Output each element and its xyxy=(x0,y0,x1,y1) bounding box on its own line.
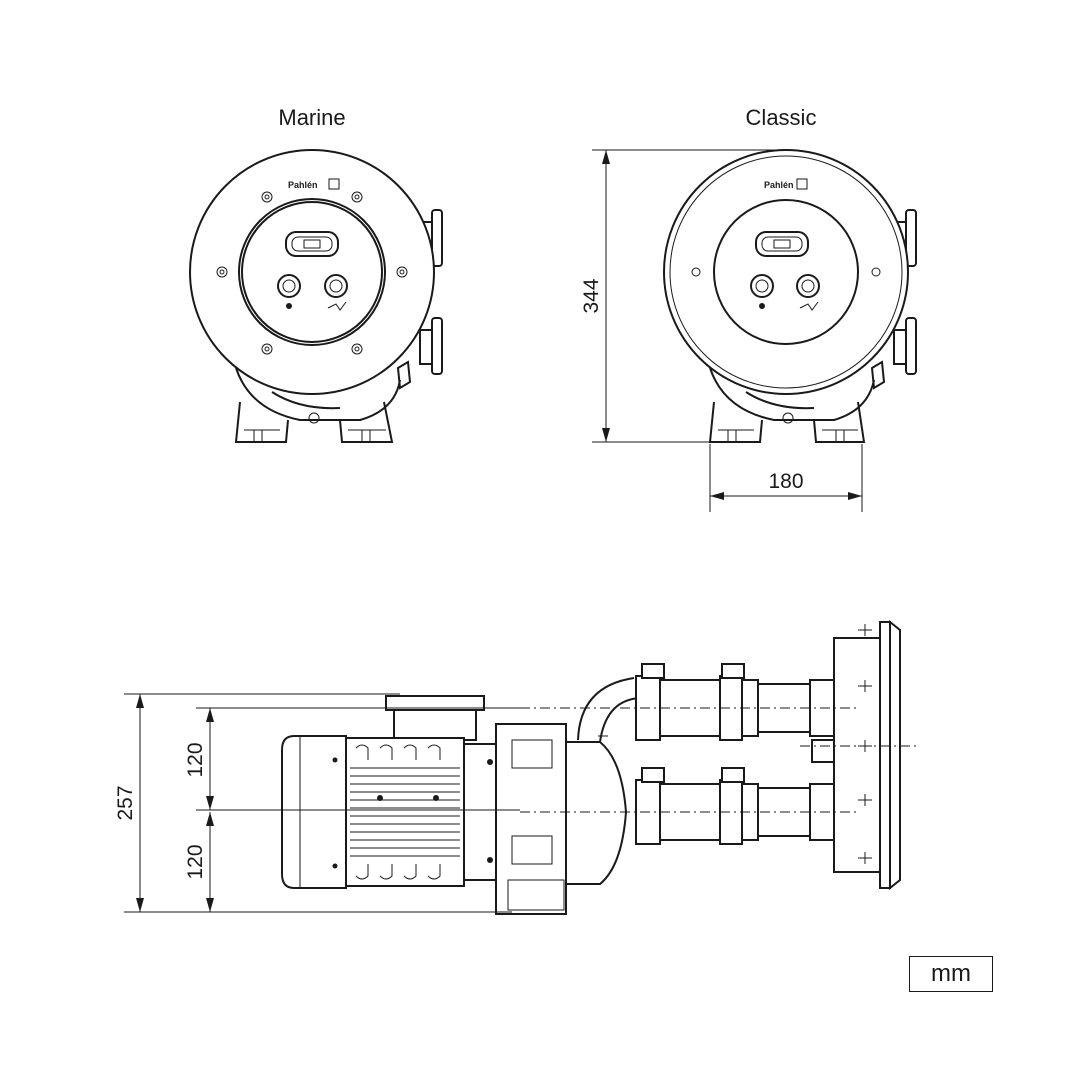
lower-offset-dimension: 120 xyxy=(184,812,214,912)
width-dimension-label: 180 xyxy=(768,470,803,493)
width-dimension: 180 xyxy=(709,444,863,512)
total-height-dimension: 257 xyxy=(114,693,512,913)
side-view xyxy=(281,619,918,915)
classic-view-title: Classic xyxy=(746,105,817,130)
marine-flange xyxy=(189,149,435,395)
marine-view-title: Marine xyxy=(278,105,345,130)
height-dimension-label: 344 xyxy=(580,278,603,313)
upper-offset-label: 120 xyxy=(184,742,207,777)
classic-front-view: Pahlén xyxy=(663,149,917,443)
unit-label: mm xyxy=(909,956,993,992)
height-dimension: 344 xyxy=(580,149,790,443)
classic-brand-logo: Pahlén xyxy=(764,180,794,190)
upper-offset-dimension: 120 xyxy=(184,707,520,811)
total-height-label: 257 xyxy=(114,785,137,820)
lower-offset-label: 120 xyxy=(184,844,207,879)
marine-front-view: Pahlén xyxy=(189,149,443,443)
marine-brand-logo: Pahlén xyxy=(288,180,318,190)
